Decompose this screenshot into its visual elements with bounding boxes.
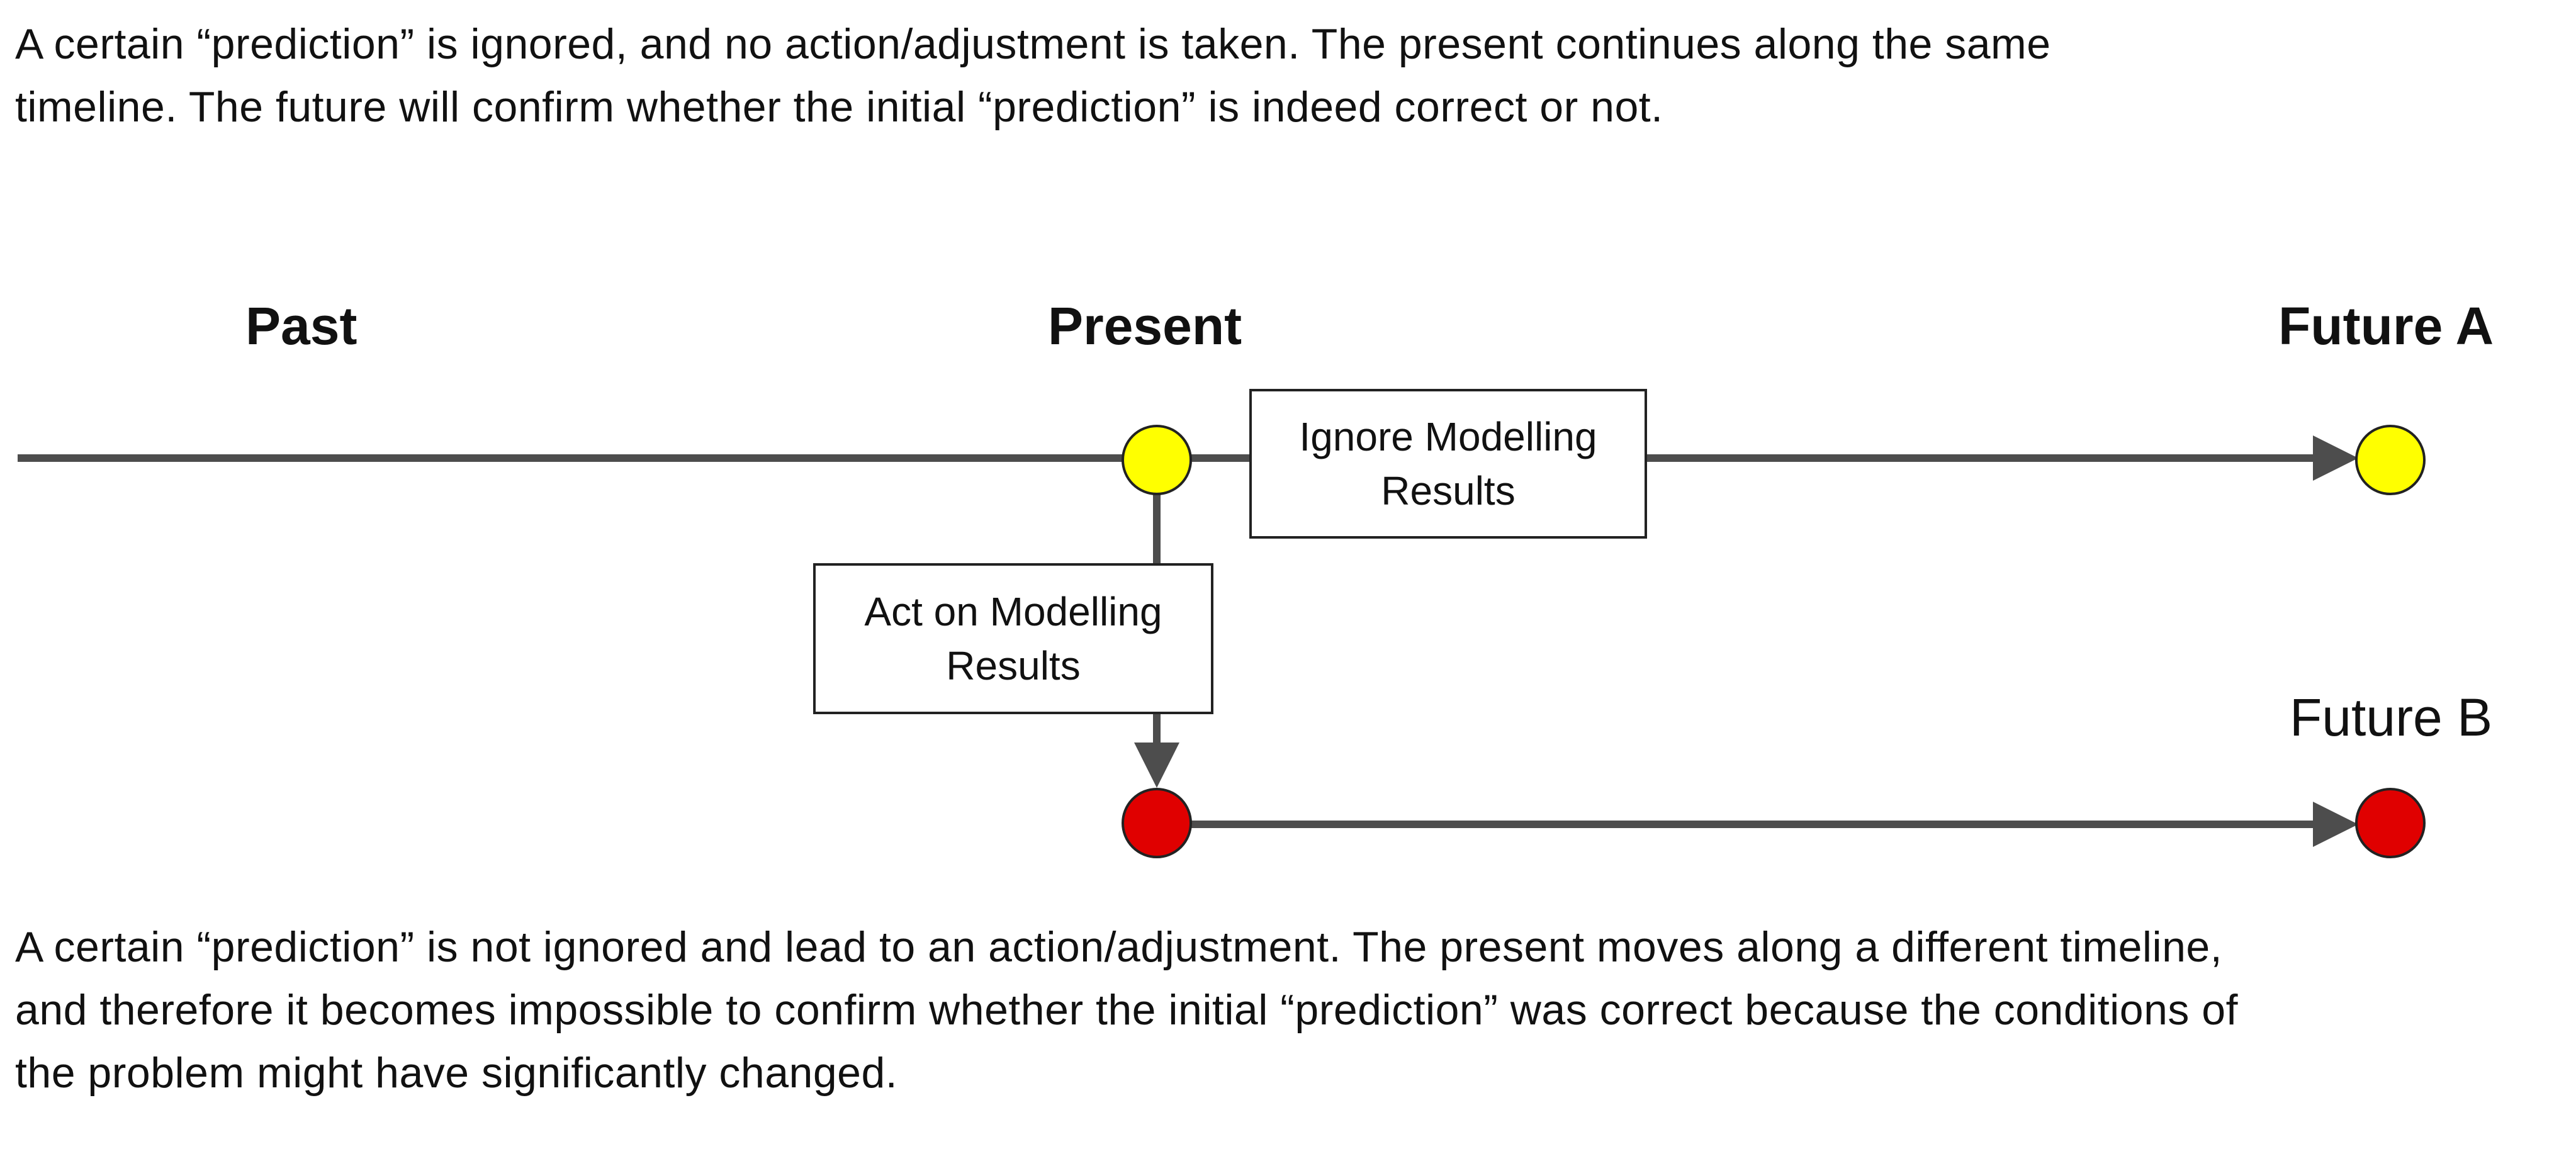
future-a-node xyxy=(2355,425,2426,495)
act-box-line-2: Results xyxy=(946,643,1081,688)
ignore-box-line-2: Results xyxy=(1381,468,1516,513)
top-description-line-2: timeline. The future will confirm whethe… xyxy=(15,83,1663,131)
bottom-description: A certain “prediction” is not ignored an… xyxy=(15,916,2238,1104)
top-description: A certain “prediction” is ignored, and n… xyxy=(15,13,2051,138)
label-past: Past xyxy=(245,296,357,356)
label-future-b: Future B xyxy=(2290,688,2493,747)
act-on-modelling-results-box: Act on Modelling Results xyxy=(813,563,1213,714)
label-future-a: Future A xyxy=(2278,296,2494,356)
label-present: Present xyxy=(1048,296,1242,356)
present-node xyxy=(1122,425,1192,495)
ignore-box-line-1: Ignore Modelling xyxy=(1299,414,1597,459)
bottom-description-line-1: A certain “prediction” is not ignored an… xyxy=(15,923,2223,971)
bottom-description-line-3: the problem might have significantly cha… xyxy=(15,1049,898,1097)
future-b-node xyxy=(2355,788,2426,858)
act-box-line-1: Act on Modelling xyxy=(864,589,1162,634)
ignore-modelling-results-box: Ignore Modelling Results xyxy=(1249,389,1647,539)
bottom-description-line-2: and therefore it becomes impossible to c… xyxy=(15,986,2239,1034)
top-description-line-1: A certain “prediction” is ignored, and n… xyxy=(15,20,2051,68)
alternate-present-node xyxy=(1122,788,1192,858)
